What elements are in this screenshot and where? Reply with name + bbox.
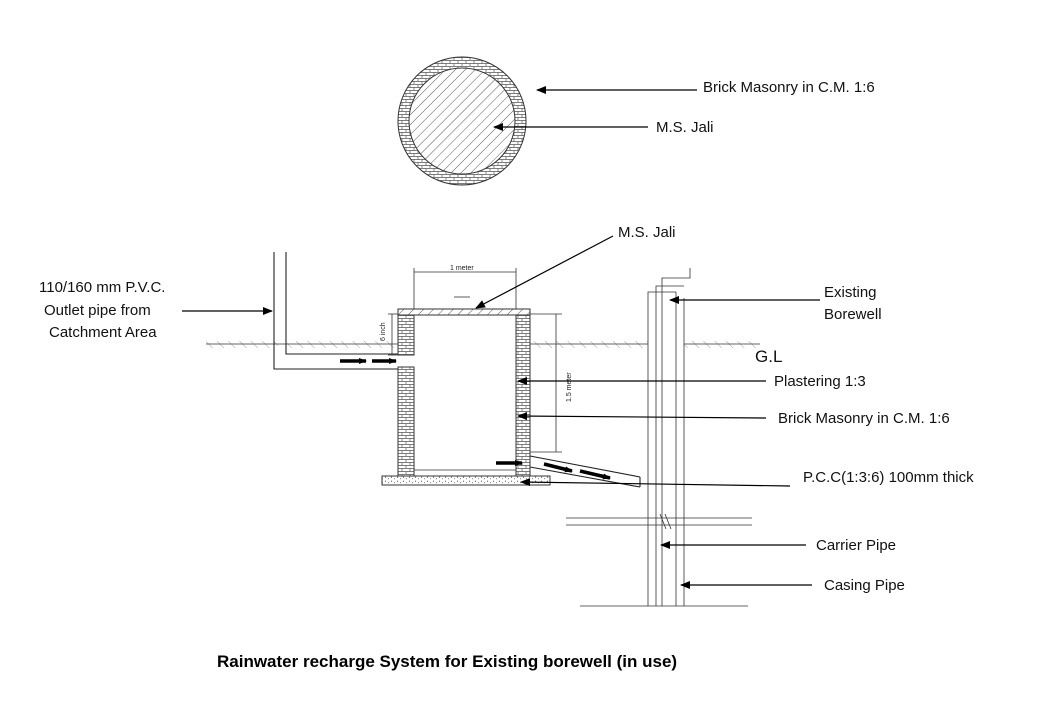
label-casing-pipe: Casing Pipe [824,577,905,594]
label-outlet-pipe-3: Catchment Area [49,324,157,341]
label-jali-plan: M.S. Jali [656,119,714,136]
label-borewell-2: Borewell [824,306,882,323]
label-outlet-pipe-1: 110/160 mm P.V.C. [39,279,165,296]
svg-text:1 meter: 1 meter [450,265,474,272]
label-pcc: P.C.C(1:3:6) 100mm thick [803,469,974,486]
label-ground-level: G.L [755,347,782,366]
label-carrier-pipe: Carrier Pipe [816,537,896,554]
left-wall-upper [397,313,415,356]
leader-jali-section [475,235,614,309]
leader-brick-section [517,412,767,421]
svg-text:1.5 meter: 1.5 meter [566,372,573,402]
jali-disc-plan [408,67,516,175]
leader-pcc [520,478,791,487]
top-view: Brick Masonry in C.M. 1:6 M.S. Jali [397,56,875,186]
label-plastering: Plastering 1:3 [774,373,866,390]
outlet-pipe [273,252,398,370]
diagram-title: Rainwater recharge System for Existing b… [217,652,677,671]
svg-text:6 inch: 6 inch [380,322,387,341]
section-view: 1 meter 6 inch 1.5 meter [39,224,974,607]
label-brick-section: Brick Masonry in C.M. 1:6 [778,410,950,427]
label-borewell-1: Existing [824,284,877,301]
dim-inlet: 6 inch [380,313,398,356]
left-wall-lower [397,366,415,477]
borewell [566,268,752,607]
pcc-base [381,475,551,486]
label-brick-plan: Brick Masonry in C.M. 1:6 [703,79,875,96]
dim-depth: 1.5 meter [530,313,573,453]
dim-width: 1 meter [413,265,517,309]
label-outlet-pipe-2: Outlet pipe from [44,302,151,319]
jali-cover [397,308,531,316]
right-wall [515,313,531,477]
label-jali-section: M.S. Jali [618,224,676,241]
flow-arrows [340,358,611,480]
ground-line [206,341,760,348]
